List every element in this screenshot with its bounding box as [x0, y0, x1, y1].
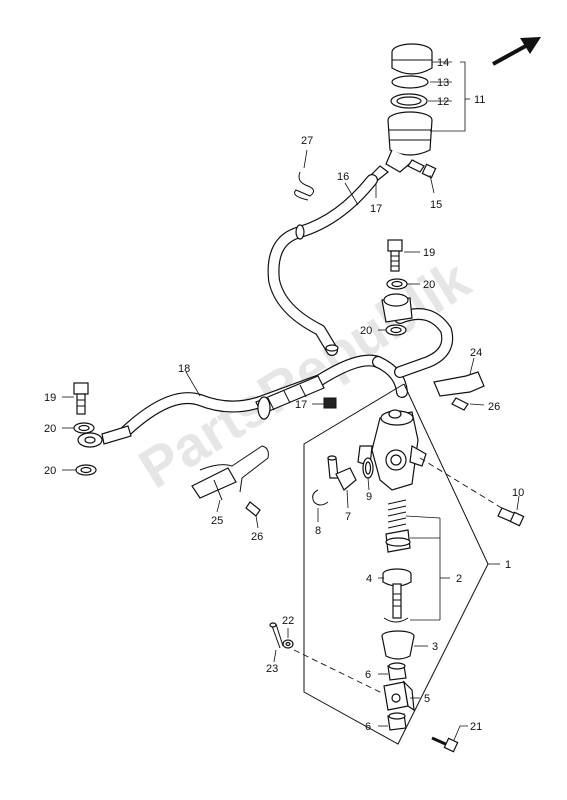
piston-kit: [378, 499, 450, 623]
reservoir-hose: [267, 174, 378, 356]
banjo-bolt-lower: [62, 382, 97, 476]
circlip: [312, 489, 329, 522]
label-3: 3: [432, 641, 438, 653]
o-ring: [362, 457, 374, 491]
hose-connector: [327, 455, 357, 509]
label-13: 13: [437, 77, 449, 89]
label-2: 2: [456, 573, 462, 585]
label-25: 25: [211, 515, 223, 527]
label-19-upper: 19: [423, 247, 435, 259]
label-18: 18: [178, 363, 190, 375]
part-labels: 1 2 3 4 5 6 6 7 8 9 10 11 12 13 14 15 16…: [44, 57, 524, 733]
label-26-right: 26: [488, 401, 500, 413]
label-20-lower-a: 20: [44, 423, 56, 435]
label-14: 14: [437, 57, 449, 69]
master-cylinder: [357, 409, 506, 511]
label-10: 10: [512, 487, 524, 499]
label-22: 22: [282, 615, 294, 627]
label-4: 4: [366, 573, 372, 585]
hose-clip-lower: [312, 397, 337, 409]
washer-small: [282, 628, 385, 695]
label-23: 23: [266, 663, 278, 675]
label-7: 7: [345, 511, 351, 523]
clevis-pin: [431, 725, 468, 753]
label-16: 16: [337, 171, 349, 183]
label-17-upper: 17: [370, 203, 382, 215]
hose-clamp-left: [191, 445, 269, 529]
brake-hose: [77, 354, 408, 448]
label-24: 24: [470, 347, 482, 359]
label-12: 12: [437, 96, 449, 108]
label-15: 15: [430, 199, 442, 211]
label-27: 27: [301, 135, 313, 147]
label-9: 9: [366, 491, 372, 503]
reservoir-assembly: [371, 43, 437, 181]
label-21: 21: [470, 721, 482, 733]
label-11: 11: [474, 94, 485, 106]
clevis-assembly: [378, 662, 420, 731]
banjo-bolt-upper: [378, 239, 420, 336]
cotter-pin: [269, 622, 284, 663]
hose-clip: [294, 149, 314, 201]
assembly-outline: [303, 383, 500, 745]
label-8: 8: [315, 525, 321, 537]
label-6-upper: 6: [365, 669, 371, 681]
hose-clamp-right: [433, 357, 485, 411]
upper-hose-loop: [381, 293, 454, 378]
mounting-bolt: [497, 495, 525, 527]
label-20-upper: 20: [423, 279, 435, 291]
label-1: 1: [505, 559, 511, 571]
label-26-left: 26: [251, 531, 263, 543]
label-19-lower: 19: [44, 392, 56, 404]
label-20-lower-b: 20: [44, 465, 56, 477]
label-20-mid: 20: [360, 325, 372, 337]
label-5: 5: [424, 693, 430, 705]
label-6-lower: 6: [365, 721, 371, 733]
front-arrow-icon: [492, 37, 541, 66]
label-17-lower: 17: [295, 399, 307, 411]
dust-boot: [381, 630, 428, 660]
